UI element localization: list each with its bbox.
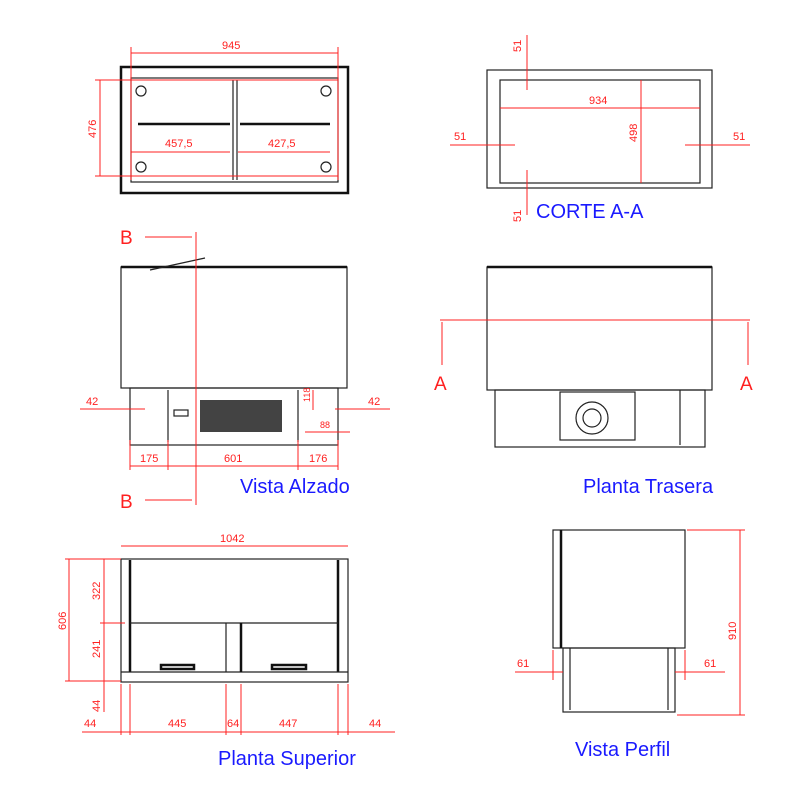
section-mark-b-top: B (120, 228, 133, 249)
dim-left-offset: 61 (517, 658, 529, 670)
dim-vent-height: 118 (302, 388, 312, 402)
dim-total-depth: 606 (57, 612, 69, 630)
dim-upper: 322 (91, 582, 103, 600)
dim-right-inner: 427,5 (268, 138, 296, 150)
plan-superior-title: Planta Superior (218, 748, 356, 770)
rear-title: Planta Trasera (583, 476, 714, 498)
plan-superior-view: 1042 606 322 241 44 44 445 64 447 44 Pla… (57, 533, 395, 770)
profile-title: Vista Perfil (575, 739, 670, 761)
dim-width: 945 (222, 40, 240, 52)
dim-left: 51 (454, 131, 466, 143)
profile-view: 910 61 61 Vista Perfil (515, 529, 745, 761)
section-aa-view: 934 498 51 51 51 51 CORTE A-A (450, 35, 750, 223)
dim-left-margin: 44 (84, 718, 96, 730)
dim-left-inner: 457,5 (165, 138, 193, 150)
dim-right-margin: 44 (369, 718, 381, 730)
dim-vent-width: 88 (320, 420, 330, 430)
section-mark-a-left: A (434, 374, 447, 395)
dim-inner-width: 934 (589, 95, 607, 107)
dim-left-offset: 42 (86, 396, 98, 408)
dim-right-offset: 42 (368, 396, 380, 408)
dim-divider: 64 (227, 718, 239, 730)
section-mark-b-bottom: B (120, 492, 133, 513)
dim-height: 910 (727, 622, 739, 640)
dim-inner-height: 498 (628, 124, 640, 142)
elevation-title: Vista Alzado (240, 476, 350, 498)
dim-left-base: 175 (140, 453, 158, 465)
rear-view: A A Planta Trasera (434, 265, 753, 498)
dim-total-width: 1042 (220, 533, 244, 545)
dim-lower: 241 (91, 640, 103, 658)
dim-bottom: 44 (91, 700, 103, 712)
dim-top: 51 (512, 40, 524, 52)
dim-center-base: 601 (224, 453, 242, 465)
dim-right-bay: 447 (279, 718, 297, 730)
dim-right: 51 (733, 131, 745, 143)
dim-depth: 476 (87, 120, 99, 138)
dim-right-base: 176 (309, 453, 327, 465)
section-mark-a-right: A (740, 374, 753, 395)
dim-bottom: 51 (512, 210, 524, 222)
dim-right-offset: 61 (704, 658, 716, 670)
section-aa-title: CORTE A-A (536, 201, 644, 223)
dim-left-bay: 445 (168, 718, 186, 730)
top-plan-view: 945 476 457,5 427,5 (87, 40, 350, 195)
elevation-view: B B 42 42 118 88 175 601 176 Vista Alzad… (80, 228, 390, 513)
